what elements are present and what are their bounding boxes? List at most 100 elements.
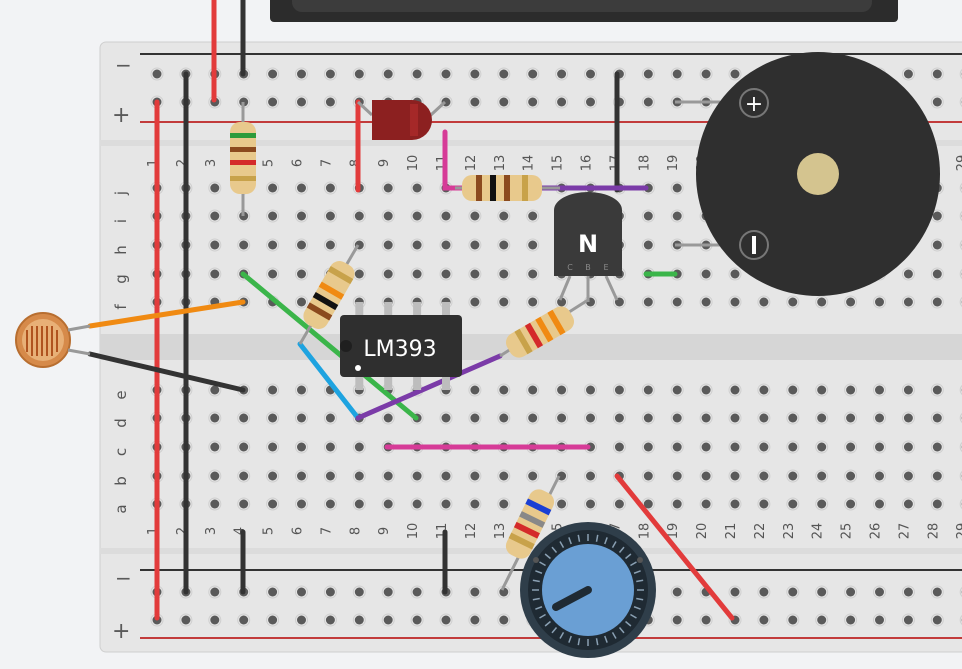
breadboard-hole[interactable]: [297, 385, 306, 395]
breadboard-hole[interactable]: [730, 587, 740, 597]
breadboard-hole[interactable]: [383, 183, 393, 193]
breadboard-hole[interactable]: [412, 587, 422, 597]
breadboard-hole[interactable]: [643, 297, 653, 307]
breadboard-hole[interactable]: [499, 413, 509, 423]
breadboard-hole[interactable]: [325, 69, 335, 79]
breadboard-hole[interactable]: [412, 69, 422, 79]
breadboard-hole[interactable]: [614, 499, 624, 509]
breadboard-hole[interactable]: [239, 442, 249, 452]
breadboard-hole[interactable]: [210, 385, 220, 395]
breadboard-hole[interactable]: [817, 297, 827, 307]
breadboard-hole[interactable]: [210, 413, 220, 423]
breadboard-hole[interactable]: [297, 183, 306, 193]
breadboard-hole[interactable]: [557, 297, 567, 307]
breadboard-hole[interactable]: [499, 240, 509, 250]
resistor-r5[interactable]: [500, 475, 561, 591]
breadboard-hole[interactable]: [325, 240, 335, 250]
breadboard-hole[interactable]: [730, 442, 740, 452]
breadboard-hole[interactable]: [499, 69, 509, 79]
breadboard-hole[interactable]: [903, 587, 913, 597]
breadboard-hole[interactable]: [297, 297, 306, 307]
breadboard-hole[interactable]: [846, 615, 856, 625]
breadboard-hole[interactable]: [210, 269, 220, 279]
breadboard-hole[interactable]: [499, 499, 509, 509]
breadboard-hole[interactable]: [701, 615, 711, 625]
breadboard-hole[interactable]: [383, 211, 393, 221]
breadboard-hole[interactable]: [210, 240, 220, 250]
red-led[interactable]: [356, 100, 447, 140]
breadboard-hole[interactable]: [730, 385, 740, 395]
breadboard-hole[interactable]: [788, 385, 798, 395]
breadboard-hole[interactable]: [441, 240, 451, 250]
breadboard-hole[interactable]: [672, 587, 682, 597]
resistor-r2[interactable]: [455, 175, 560, 201]
breadboard-hole[interactable]: [354, 471, 364, 481]
breadboard-hole[interactable]: [932, 269, 942, 279]
breadboard-hole[interactable]: [268, 240, 278, 250]
breadboard-hole[interactable]: [557, 499, 567, 509]
breadboard-hole[interactable]: [210, 442, 220, 452]
breadboard-hole[interactable]: [614, 442, 624, 452]
breadboard-hole[interactable]: [817, 615, 827, 625]
breadboard-hole[interactable]: [932, 97, 942, 107]
breadboard-hole[interactable]: [383, 69, 393, 79]
breadboard-hole[interactable]: [903, 413, 913, 423]
breadboard-hole[interactable]: [268, 211, 278, 221]
breadboard-hole[interactable]: [412, 211, 422, 221]
breadboard-hole[interactable]: [817, 471, 827, 481]
breadboard-hole[interactable]: [470, 240, 480, 250]
breadboard-hole[interactable]: [412, 615, 422, 625]
breadboard-hole[interactable]: [557, 69, 567, 79]
breadboard-hole[interactable]: [354, 269, 364, 279]
breadboard-hole[interactable]: [643, 385, 653, 395]
breadboard-hole[interactable]: [730, 269, 740, 279]
breadboard-hole[interactable]: [354, 587, 364, 597]
breadboard-hole[interactable]: [788, 297, 798, 307]
breadboard-hole[interactable]: [441, 69, 451, 79]
breadboard-hole[interactable]: [297, 442, 306, 452]
breadboard-hole[interactable]: [701, 297, 711, 307]
breadboard-hole[interactable]: [701, 413, 711, 423]
breadboard-hole[interactable]: [788, 499, 798, 509]
breadboard-hole[interactable]: [730, 69, 740, 79]
breadboard-hole[interactable]: [268, 69, 278, 79]
breadboard-hole[interactable]: [730, 499, 740, 509]
breadboard-hole[interactable]: [325, 587, 335, 597]
breadboard-hole[interactable]: [846, 413, 856, 423]
breadboard-hole[interactable]: [875, 615, 884, 625]
breadboard-hole[interactable]: [932, 499, 942, 509]
breadboard-hole[interactable]: [875, 587, 884, 597]
breadboard-hole[interactable]: [268, 615, 278, 625]
breadboard-hole[interactable]: [932, 471, 942, 481]
breadboard-hole[interactable]: [441, 413, 451, 423]
breadboard-hole[interactable]: [470, 269, 480, 279]
breadboard-hole[interactable]: [903, 297, 913, 307]
breadboard-hole[interactable]: [268, 97, 278, 107]
breadboard-hole[interactable]: [846, 471, 856, 481]
breadboard-hole[interactable]: [325, 183, 335, 193]
breadboard-hole[interactable]: [759, 385, 769, 395]
breadboard-hole[interactable]: [325, 499, 335, 509]
breadboard-hole[interactable]: [903, 471, 913, 481]
breadboard-hole[interactable]: [297, 499, 306, 509]
breadboard-hole[interactable]: [759, 499, 769, 509]
breadboard-hole[interactable]: [846, 499, 856, 509]
breadboard-hole[interactable]: [643, 97, 653, 107]
breadboard-hole[interactable]: [903, 69, 913, 79]
breadboard-hole[interactable]: [528, 297, 538, 307]
lm393-chip[interactable]: LM393: [340, 302, 462, 390]
breadboard-hole[interactable]: [528, 413, 538, 423]
breadboard-hole[interactable]: [817, 413, 827, 423]
potentiometer[interactable]: [520, 522, 656, 658]
breadboard-hole[interactable]: [528, 385, 538, 395]
breadboard-hole[interactable]: [268, 499, 278, 509]
breadboard-hole[interactable]: [759, 442, 769, 452]
breadboard-hole[interactable]: [701, 385, 711, 395]
breadboard-hole[interactable]: [325, 471, 335, 481]
breadboard-hole[interactable]: [903, 499, 913, 509]
breadboard-hole[interactable]: [470, 471, 480, 481]
breadboard-hole[interactable]: [701, 69, 711, 79]
breadboard-hole[interactable]: [672, 471, 682, 481]
breadboard-hole[interactable]: [672, 211, 682, 221]
breadboard-hole[interactable]: [383, 413, 393, 423]
